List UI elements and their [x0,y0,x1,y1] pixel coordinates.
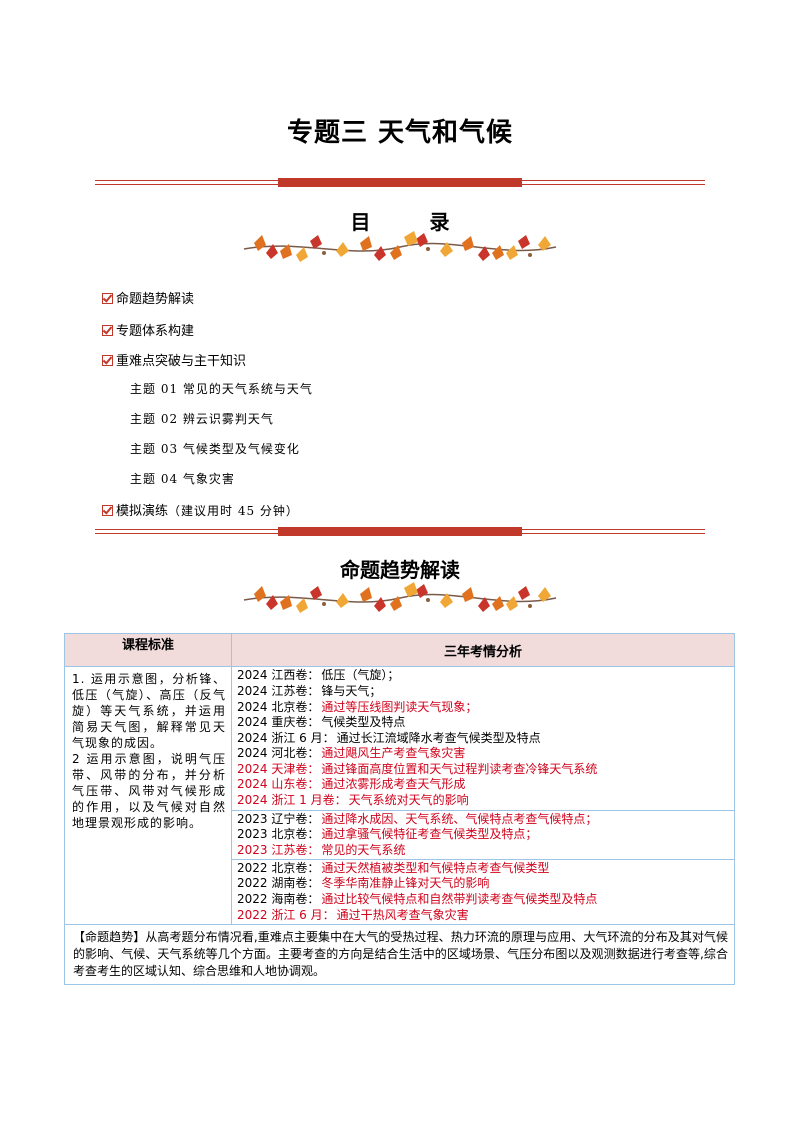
toc-practice-note: （建议用时 45 分钟） [168,504,299,518]
exam-row: 2024 山东卷：通过浓雾形成考查天气形成 [237,777,729,793]
exam-source: 2024 山东卷： [237,777,320,792]
exam-group-2023: 2023 辽宁卷：通过降水成因、天气系统、气候特点考查气候特点；2023 北京卷… [231,810,735,860]
exam-row: 2024 江西卷：低压（气旋）； [237,668,729,684]
exam-source: 2023 北京卷： [237,827,320,842]
leaf-garland-icon [243,582,557,613]
exam-topic: 通过比较气候特点和自然带判读考查气候类型及特点 [321,892,598,906]
checkbox-icon [102,293,113,304]
exam-topic: 天气系统对天气的影响 [348,793,469,808]
exam-source: 2024 北京卷： [237,699,320,714]
title-divider [95,178,705,188]
table-row: 【命题趋势】从高考题分布情况看,重难点主要集中在大气的受热过程、热力环流的原理与… [64,924,735,985]
exam-source: 2024 天津卷： [237,761,320,776]
toc-item-trend[interactable]: 命题趋势解读 [102,288,194,307]
exam-row: 2022 北京卷：通过天然植被类型和气候特点考查气候类型 [237,861,729,877]
checkbox-icon [102,505,113,516]
table-row: 2023 辽宁卷：通过降水成因、天气系统、气候特点考查气候特点；2023 北京卷… [65,810,735,860]
exam-row: 2022 浙江 6 月：通过干热风考查气象灾害 [237,908,729,924]
standard-text: 1. 运用示意图，分析锋、低压（气旋）、高压（反气旋）等天气系统，并运用简易天气… [65,667,231,831]
exam-topic: 通过干热风考查气象灾害 [336,907,469,922]
exam-topic: 通过拿骚气候特征考查气候类型及特点； [321,827,538,842]
exam-topic: 通过飓风生产考查气象灾害 [321,746,466,761]
exam-source: 2024 江西卷： [237,668,320,683]
exam-row: 2024 重庆卷：气候类型及特点 [237,715,729,731]
exam-source: 2024 重庆卷： [237,715,320,730]
exam-source: 2024 江苏卷： [237,683,320,698]
exam-source: 2022 浙江 6 月： [237,907,335,922]
exam-topic: 通过浓雾形成考查天气形成 [321,777,466,792]
section-divider [95,527,705,537]
exam-source: 2022 湖南卷： [237,876,320,891]
exam-source: 2024 浙江 6 月： [237,730,335,745]
table-row: 1. 运用示意图，分析锋、低压（气旋）、高压（反气旋）等天气系统，并运用简易天气… [64,666,735,925]
exam-row: 2024 北京卷：通过等压线图判读天气现象； [237,700,729,716]
exam-source: 2023 辽宁卷： [237,811,320,826]
leaf-garland-icon [243,231,557,262]
exam-analysis-table: 课程标准 三年考情分析 1. 运用示意图，分析锋、低压（气旋）、高压（反气旋）等… [64,633,735,985]
standard-para-1: 1. 运用示意图，分析锋、低压（气旋）、高压（反气旋）等天气系统，并运用简易天气… [72,672,226,750]
exam-group-2024: 2024 江西卷：低压（气旋）；2024 江苏卷：锋与天气；2024 北京卷：通… [231,666,735,811]
exam-row: 2023 辽宁卷：通过降水成因、天气系统、气候特点考查气候特点； [237,812,729,828]
checkbox-icon [102,325,113,336]
header-analysis: 三年考情分析 [231,633,735,667]
standard-cell: 1. 运用示意图，分析锋、低压（气旋）、高压（反气旋）等天气系统，并运用简易天气… [64,666,232,925]
exam-source: 2024 浙江 1 月卷： [237,793,347,808]
exam-row: 2024 天津卷：通过锋面高度位置和天气过程判读考查冷锋天气系统 [237,762,729,778]
exam-topic: 通过长江流域降水考查气候类型及特点 [336,730,541,745]
page-title: 专题三 天气和气候 [286,118,514,148]
table-header-row: 课程标准 三年考情分析 [64,633,735,667]
toc-item-practice[interactable]: 模拟演练（建议用时 45 分钟） [102,500,299,519]
exam-source: 2024 河北卷： [237,746,320,761]
exam-source: 2023 江苏卷： [237,842,320,857]
section-heading: 命题趋势解读 [340,558,460,582]
exam-topic: 通过锋面高度位置和天气过程判读考查冷锋天气系统 [321,761,598,776]
exam-topic: 通过等压线图判读天气现象； [321,699,478,714]
exam-topic: 低压（气旋）； [321,668,400,683]
exam-row: 2024 浙江 6 月：通过长江流域降水考查气候类型及特点 [237,731,729,747]
exam-topic: 冬季华南准静止锋对天气的影响 [321,876,490,891]
toc-item-system[interactable]: 专题体系构建 [102,320,194,339]
exam-row: 2022 湖南卷：冬季华南准静止锋对天气的影响 [237,876,729,892]
toc-item-key-points[interactable]: 重难点突破与主干知识 [102,350,246,369]
exam-topic: 通过天然植被类型和气候特点考查气候类型 [321,860,550,875]
exam-row: 2024 江苏卷：锋与天气； [237,684,729,700]
exam-topic: 锋与天气； [321,683,382,698]
toc-subitem-04[interactable]: 主题 04 气象灾害 [130,472,235,486]
exam-row: 2023 北京卷：通过拿骚气候特征考查气候类型及特点； [237,827,729,843]
exam-topic: 通过降水成因、天气系统、气候特点考查气候特点； [321,811,598,826]
exam-row: 2024 浙江 1 月卷：天气系统对天气的影响 [237,793,729,809]
toc-subitem-03[interactable]: 主题 03 气候类型及气候变化 [130,442,300,456]
trend-cell: 【命题趋势】从高考题分布情况看,重难点主要集中在大气的受热过程、热力环流的原理与… [64,924,735,985]
toc-subitem-02[interactable]: 主题 02 辨云识雾判天气 [130,412,274,426]
exam-source: 2022 北京卷： [237,860,320,875]
checkbox-icon [102,355,113,366]
exam-source: 2022 海南卷： [237,892,320,906]
header-standard: 课程标准 [64,633,232,667]
toc-heading: 目 录 [350,210,450,234]
standard-para-2: 2 运用示意图，说明气压带、风带的分布，并分析气压带、风带对气候形成的作用，以及… [72,752,226,830]
exam-row: 2022 海南卷：通过比较气候特点和自然带判读考查气候类型及特点 [237,892,729,908]
exam-row: 2023 江苏卷：常见的天气系统 [237,843,729,859]
toc-subitem-01[interactable]: 主题 01 常见的天气系统与天气 [130,382,313,396]
exam-topic: 气候类型及特点 [321,715,406,730]
exam-row: 2024 河北卷：通过飓风生产考查气象灾害 [237,746,729,762]
exam-topic: 常见的天气系统 [321,842,406,857]
